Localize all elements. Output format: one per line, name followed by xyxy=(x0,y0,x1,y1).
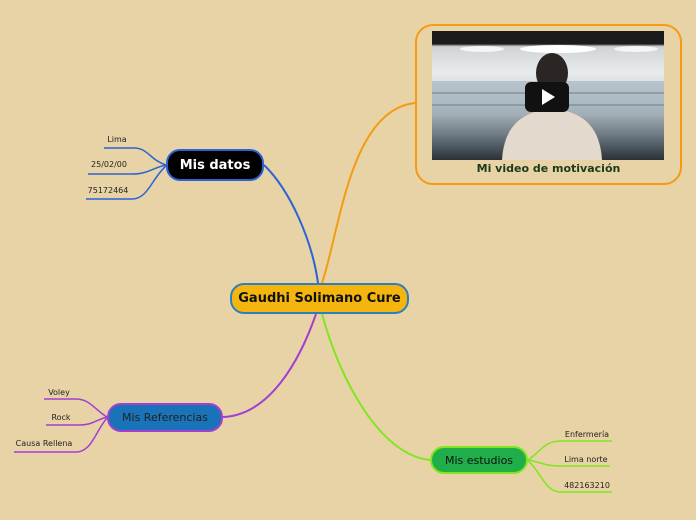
leaf-ref-2[interactable]: Rock xyxy=(44,413,78,423)
connector-referencias xyxy=(223,314,316,417)
branch-mis-referencias[interactable]: Mis Referencias xyxy=(107,403,223,432)
leaf-est-3[interactable]: 482163210 xyxy=(562,481,612,491)
connector-video xyxy=(322,103,415,283)
video-caption: Mi video de motivación xyxy=(415,162,682,175)
branch-mis-estudios[interactable]: Mis estudios xyxy=(430,446,528,474)
leaf-est-2[interactable]: Lima norte xyxy=(562,455,610,465)
leaf-datos-1[interactable]: Lima xyxy=(102,135,132,145)
leaf-ref-1[interactable]: Voley xyxy=(42,388,76,398)
branch-mis-datos[interactable]: Mis datos xyxy=(166,149,264,181)
play-icon xyxy=(542,89,555,105)
leaf-datos-3[interactable]: 75172464 xyxy=(84,186,132,196)
leaf-datos-2[interactable]: 25/02/00 xyxy=(86,160,132,170)
leaf-est-1[interactable]: Enfermería xyxy=(562,430,612,440)
connector-datos xyxy=(264,165,318,283)
central-topic[interactable]: Gaudhi Solimano Cure xyxy=(230,283,409,314)
leaf-ref-3[interactable]: Causa Rellena xyxy=(12,439,76,449)
connector-estudios xyxy=(322,314,430,460)
play-button[interactable] xyxy=(525,82,569,112)
